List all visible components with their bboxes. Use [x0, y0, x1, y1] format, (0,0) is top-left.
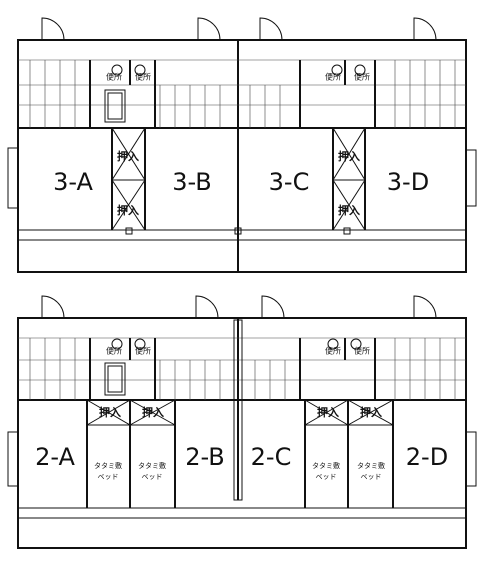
unit-label-3b: 3-B: [172, 168, 212, 196]
unit-label-2a: 2-A: [35, 443, 75, 471]
closet-label-2d: 押入: [360, 405, 382, 419]
toilet-label-3a: 便所: [106, 72, 122, 82]
unit-label-3a: 3-A: [53, 168, 93, 196]
closet-label-3ab-upper: 押入: [117, 149, 139, 163]
floor-3-plan: [7, 17, 477, 273]
closet-label-2a: 押入: [99, 405, 121, 419]
toilet-label-2b: 便所: [135, 346, 151, 356]
toilet-label-2c: 便所: [325, 346, 341, 356]
tatami-label-2b: タタミ敷: [138, 461, 166, 470]
closet-label-3cd-lower: 押入: [338, 203, 360, 217]
unit-label-2b: 2-B: [185, 443, 225, 471]
unit-label-3d: 3-D: [387, 168, 429, 196]
tatami-label-2d: タタミ敷: [357, 461, 385, 470]
toilet-label-2a: 便所: [106, 346, 122, 356]
bed-label-2a: ベッド: [98, 473, 119, 481]
toilet-label-3c: 便所: [325, 72, 341, 82]
tatami-label-2a: タタミ敷: [94, 461, 122, 470]
closet-label-3cd-upper: 押入: [338, 149, 360, 163]
toilet-label-2d: 便所: [354, 346, 370, 356]
closet-label-2c: 押入: [317, 405, 339, 419]
floor-2-plan: [7, 295, 477, 549]
unit-label-3c: 3-C: [269, 168, 310, 196]
unit-label-2d: 2-D: [406, 443, 448, 471]
toilet-label-3d: 便所: [354, 72, 370, 82]
closet-label-2b: 押入: [142, 405, 164, 419]
toilet-label-3b: 便所: [135, 72, 151, 82]
closet-label-3ab-lower: 押入: [117, 203, 139, 217]
bed-label-2c: ベッド: [316, 473, 337, 481]
bed-label-2b: ベッド: [142, 473, 163, 481]
unit-label-2c: 2-C: [251, 443, 292, 471]
bed-label-2d: ベッド: [361, 473, 382, 481]
tatami-label-2c: タタミ敷: [312, 461, 340, 470]
